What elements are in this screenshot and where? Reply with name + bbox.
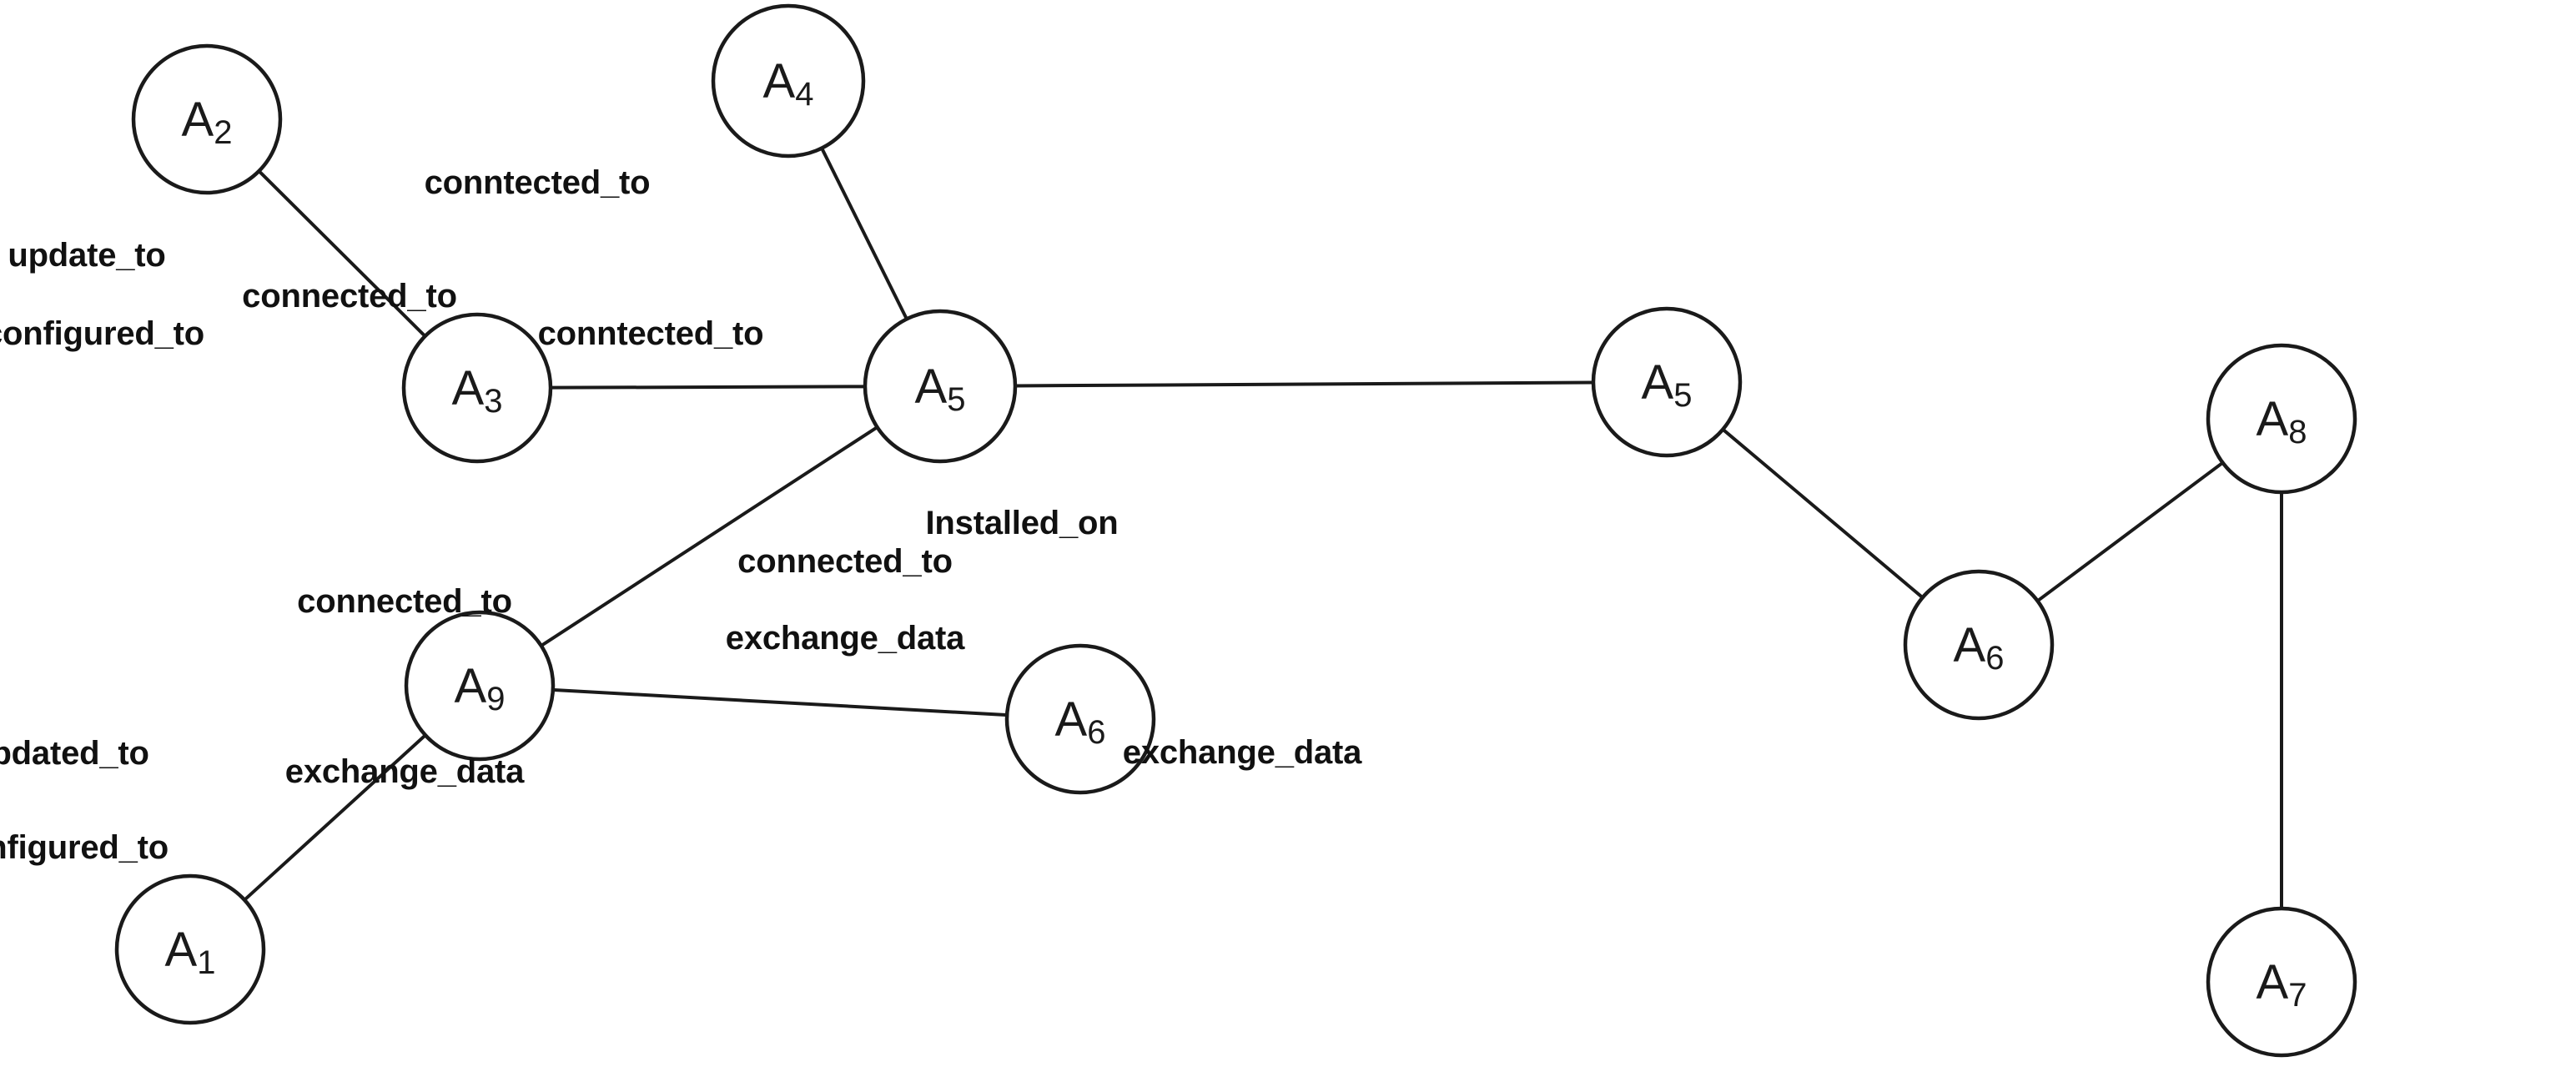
edge-relation-label: update_to (8, 237, 166, 274)
graph-edge[interactable] (1014, 380, 1595, 388)
graph-node[interactable]: A4 (711, 3, 866, 159)
graph-edge[interactable] (257, 169, 427, 339)
edge-relation-label: conntected_to (537, 315, 764, 352)
node-label: A5 (1642, 355, 1693, 415)
node-label: A1 (165, 923, 216, 982)
graph-node[interactable]: A2 (131, 43, 283, 195)
edge-relation-label: conntected_to (424, 164, 651, 201)
node-circle[interactable] (1004, 643, 1156, 795)
node-circle[interactable] (2206, 906, 2357, 1058)
node-circle[interactable] (1903, 569, 2055, 721)
graph-node[interactable]: A8 (2206, 343, 2357, 495)
node-label: A6 (1055, 692, 1106, 752)
graph-node[interactable]: A9 (404, 610, 556, 762)
graph-node[interactable]: A6 (1004, 643, 1156, 795)
graph-edge[interactable] (2035, 461, 2225, 603)
graph-node[interactable]: A1 (114, 873, 266, 1025)
edge-relation-label: configured_to (0, 829, 169, 866)
edge-relation-label: exchange_data (284, 753, 525, 790)
node-circle[interactable] (1591, 306, 1743, 458)
node-circle[interactable] (2206, 343, 2357, 495)
graph-edge[interactable] (819, 146, 909, 321)
graph-edge[interactable] (539, 425, 879, 648)
node-label: A4 (763, 54, 814, 113)
edge-relation-label: exchange_data (725, 620, 965, 657)
edge-relation-label: Installed_on (925, 505, 1119, 541)
node-circle[interactable] (404, 610, 556, 762)
edge-relation-label: connected_to (297, 583, 512, 620)
node-label: A2 (182, 93, 233, 152)
graph-edge[interactable] (549, 385, 867, 390)
node-circle[interactable] (711, 3, 866, 159)
edges-group (242, 146, 2283, 909)
edge-relation-label: updated_to (0, 735, 149, 772)
node-circle[interactable] (114, 873, 266, 1025)
graph-node[interactable]: A5 (863, 309, 1018, 464)
node-label: A5 (915, 360, 966, 419)
node-label: A9 (455, 659, 506, 718)
graph-node[interactable]: A5 (1591, 306, 1743, 458)
graph-edge[interactable] (1721, 427, 1924, 600)
edge-relation-label: connected_to (242, 278, 457, 315)
graph-edge[interactable] (551, 687, 1009, 717)
graph-node[interactable]: A6 (1903, 569, 2055, 721)
node-label: A3 (452, 361, 503, 420)
node-circle[interactable] (863, 309, 1018, 464)
node-circle[interactable] (131, 43, 283, 195)
graph-edge[interactable] (242, 733, 428, 902)
edge-relation-label: connected_to (737, 543, 953, 580)
graph-node[interactable]: A7 (2206, 906, 2357, 1058)
node-label: A6 (1954, 618, 2005, 677)
node-label: A7 (2257, 955, 2307, 1014)
edge-relation-label: configured_to (0, 315, 205, 352)
graph-node[interactable]: A3 (401, 312, 553, 464)
node-label: A8 (2257, 392, 2307, 451)
node-circle[interactable] (401, 312, 553, 464)
edge-relation-label: exchange_data (1122, 734, 1362, 771)
